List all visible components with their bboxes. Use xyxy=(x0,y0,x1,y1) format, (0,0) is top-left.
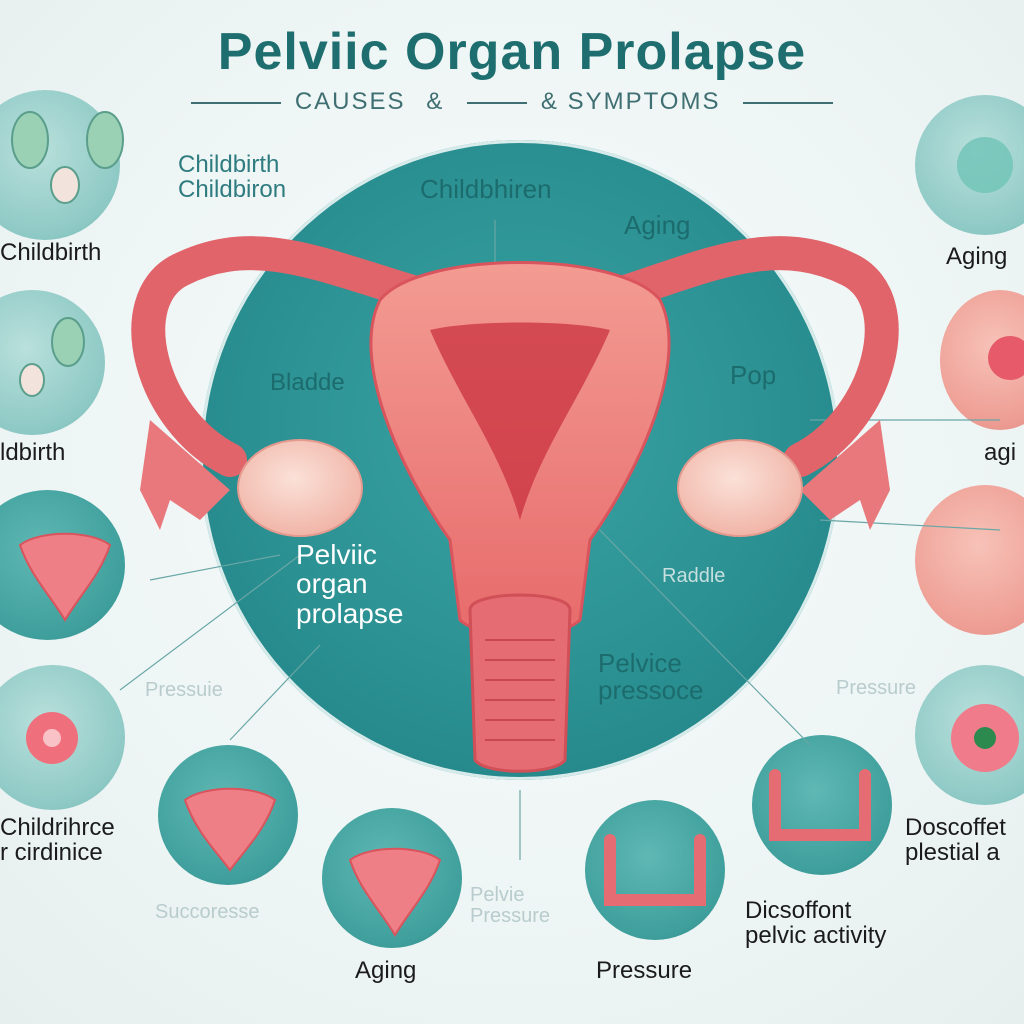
fallopian-tubes xyxy=(131,236,899,530)
label-pelvice-pressoce: Pelvice pressoce xyxy=(598,648,704,706)
page-subtitle: CAUSES & & SYMPTOMS xyxy=(0,88,1024,116)
label-aging-bottom: Aging xyxy=(355,957,417,984)
subtitle-causes: CAUSES xyxy=(294,88,406,115)
label-doscoffet: Doscoffet plestial a xyxy=(905,814,1006,867)
page-title: Pelviic Organ Prolapse xyxy=(217,23,807,81)
right-ovary xyxy=(677,439,803,537)
label-aging-right: Aging xyxy=(946,243,1008,270)
mini-colon-icons xyxy=(604,769,871,906)
label-raddle: Raddle xyxy=(662,565,726,587)
mini-flower-icons xyxy=(26,137,1024,772)
vaginal-canal xyxy=(468,593,572,773)
label-agi: agi xyxy=(984,439,1017,466)
label-ldbirth: ldbirth xyxy=(0,439,66,466)
label-pelvic-organ-prolapse: Pelviic organ prolapse xyxy=(296,539,404,629)
divider-line xyxy=(466,101,527,104)
label-pop: Pop xyxy=(730,360,777,390)
label-bladde: Bladde xyxy=(270,369,345,396)
label-childrihrce: Childrihrce r cirdinice xyxy=(0,814,115,867)
vaginal-rugae xyxy=(485,639,555,741)
divider-line xyxy=(190,101,281,104)
label-childbirth: Childbirth xyxy=(0,239,102,266)
divider-line xyxy=(743,101,834,104)
subtitle-ampersand: & xyxy=(426,88,445,115)
subtitle-symptoms: & SYMPTOMS xyxy=(540,88,721,115)
label-pressure-faint: Pressure xyxy=(836,677,917,699)
label-aging-center: Aging xyxy=(624,210,691,240)
label-childbirth-childbiron: Childbirth Childbiron xyxy=(178,151,287,204)
label-dicsoffont: Dicsoffont pelvic activity xyxy=(745,897,887,950)
mini-uterus-icons xyxy=(18,532,442,937)
label-pressure-bottom: Pressure xyxy=(596,957,693,984)
left-ovary xyxy=(237,439,363,537)
label-childbhiren: Childbhiren xyxy=(420,174,552,204)
label-succoresse: Succoresse xyxy=(155,901,260,923)
label-pressuie: Pressuie xyxy=(145,679,223,701)
label-pelvie-pressure: Pelvie Pressure xyxy=(470,884,551,927)
mini-kidney-icons xyxy=(11,111,124,397)
vaginal-tissue-icon xyxy=(915,485,1024,635)
uterine-cavity xyxy=(430,322,610,520)
